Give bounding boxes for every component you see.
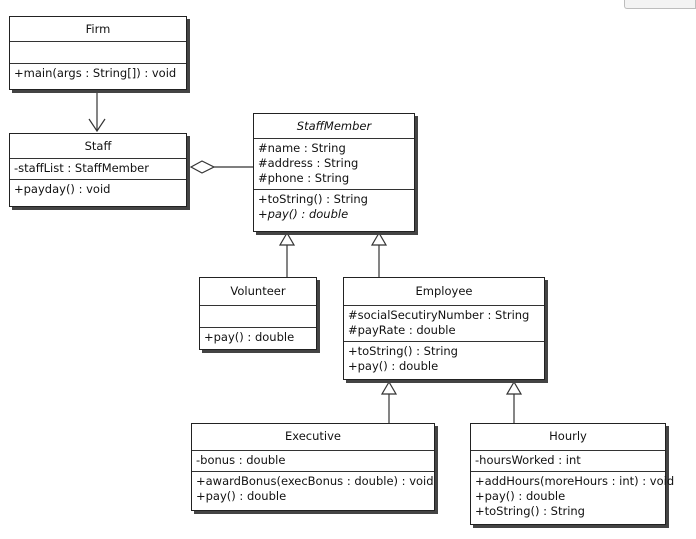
- class-employee[interactable]: Employee #socialSecutiryNumber : String …: [343, 277, 545, 380]
- operation: +pay() : double: [196, 489, 287, 503]
- generalization-arrowhead-hourly: [505, 380, 523, 395]
- aggregation-diamond: [189, 160, 216, 174]
- attributes-section: [10, 42, 186, 64]
- operation: +toString() : String: [348, 344, 458, 358]
- operations-section: +toString() : String +pay() : double: [344, 342, 544, 377]
- attribute: #phone : String: [258, 171, 350, 185]
- class-staff[interactable]: Staff -staffList : StaffMember +payday()…: [9, 133, 187, 207]
- class-hourly[interactable]: Hourly -hoursWorked : int +addHours(more…: [470, 423, 675, 525]
- operations-section: +pay() : double: [200, 328, 316, 348]
- operation: +toString() : String: [258, 192, 368, 206]
- operations-section: +payday() : void: [10, 180, 186, 200]
- generalization-arrowhead-employee: [370, 231, 388, 246]
- attributes-section: #name : String #address : String #phone …: [254, 139, 414, 190]
- attribute: -bonus : double: [196, 453, 286, 467]
- attribute: #address : String: [258, 156, 359, 170]
- attribute: #name : String: [258, 141, 346, 155]
- generalization-arrowhead-executive: [380, 380, 398, 395]
- operations-section: +toString() : String +pay() : double: [254, 190, 414, 225]
- operation: +payday() : void: [14, 182, 111, 196]
- operations-section: +addHours(moreHours : int) : void +pay()…: [471, 472, 675, 522]
- class-name: Employee: [344, 278, 544, 306]
- operation: +toString() : String: [475, 504, 585, 518]
- attributes-section: -bonus : double: [192, 451, 434, 472]
- abstract-operation: +pay() : double: [258, 207, 349, 221]
- attributes-section: [200, 306, 316, 328]
- operation: +pay() : double: [204, 330, 295, 344]
- operation: +pay() : double: [348, 359, 439, 373]
- operations-section: +awardBonus(execBonus : double) : void +…: [192, 472, 434, 507]
- attributes-section: #socialSecutiryNumber : String #payRate …: [344, 306, 544, 342]
- class-name: Executive: [192, 424, 434, 451]
- class-name: Volunteer: [200, 278, 316, 306]
- operation: +addHours(moreHours : int) : void: [475, 474, 675, 488]
- attribute: -hoursWorked : int: [475, 453, 581, 467]
- operation: +awardBonus(execBonus : double) : void: [196, 474, 434, 488]
- attribute: -staffList : StaffMember: [14, 161, 149, 175]
- operation: +main(args : String[]) : void: [14, 66, 177, 80]
- operations-section: +main(args : String[]) : void: [10, 64, 186, 84]
- dependency-arrowhead: [88, 118, 106, 133]
- attribute: #payRate : double: [348, 323, 456, 337]
- class-name: Hourly: [471, 424, 665, 451]
- class-staffmember[interactable]: StaffMember #name : String #address : St…: [253, 113, 415, 232]
- generalization-arrowhead-volunteer: [278, 231, 296, 246]
- attributes-section: -hoursWorked : int: [471, 451, 665, 472]
- class-firm[interactable]: Firm +main(args : String[]) : void: [9, 16, 187, 90]
- attribute: #socialSecutiryNumber : String: [348, 308, 530, 322]
- attributes-section: -staffList : StaffMember: [10, 159, 186, 180]
- class-name: Firm: [10, 17, 186, 42]
- class-executive[interactable]: Executive -bonus : double +awardBonus(ex…: [191, 423, 435, 511]
- operation: +pay() : double: [475, 489, 566, 503]
- class-name: StaffMember: [254, 114, 414, 139]
- class-volunteer[interactable]: Volunteer +pay() : double: [199, 277, 317, 350]
- class-name: Staff: [10, 134, 186, 159]
